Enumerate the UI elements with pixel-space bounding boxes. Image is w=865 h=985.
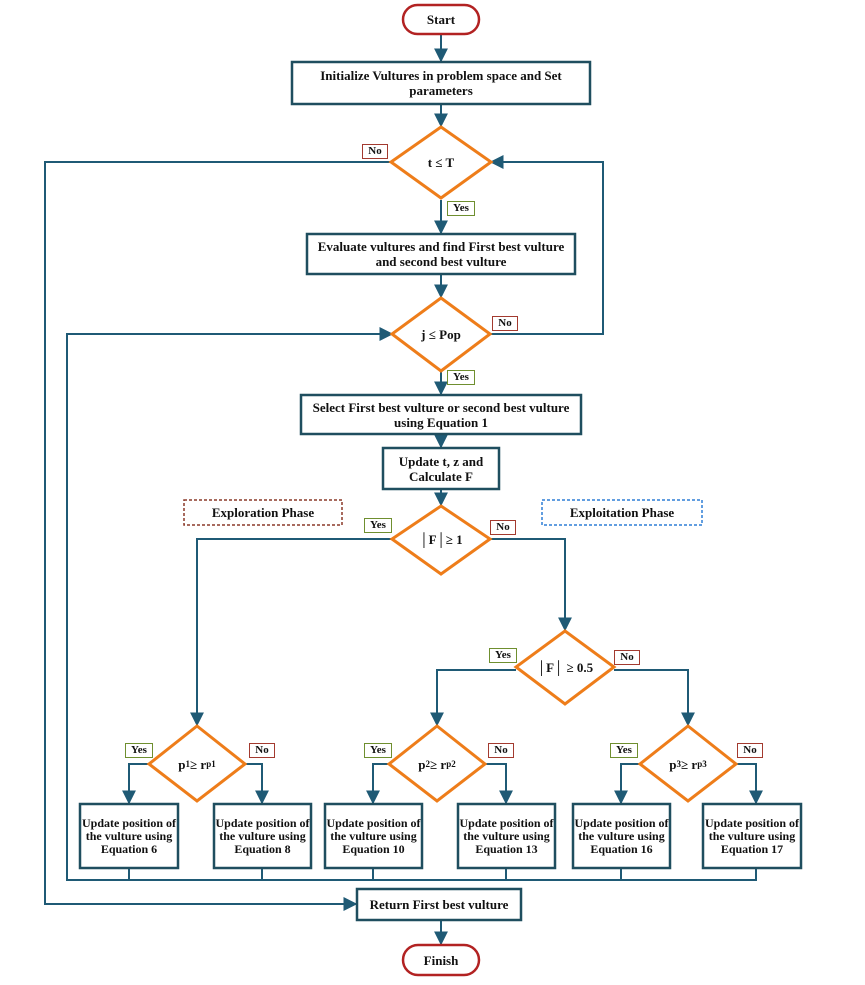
exploitation-phase-label: Exploitation Phase	[569, 505, 675, 520]
p2-op: ≥ r	[430, 756, 447, 772]
arrow-F-no-to-F05	[490, 538, 572, 632]
update-eq16-box	[571, 802, 672, 870]
t-check-label: t ≤ T	[427, 154, 455, 170]
arrow-p1-no	[245, 763, 269, 805]
evaluate-box	[305, 232, 577, 276]
exploration-frame	[183, 499, 343, 526]
p3-check-diamond	[637, 724, 739, 803]
F-ge-05-diamond	[513, 629, 617, 706]
update-eq8-label: Update position of the vulture using Equ…	[215, 815, 310, 856]
return-best-label: Return First best vulture	[369, 897, 509, 912]
F-ge-1-yes-tag: Yes	[364, 518, 392, 533]
start-label: Start	[426, 12, 456, 27]
arrow-p2-yes	[366, 763, 389, 805]
update-eq6-label: Update position of the vulture using Equ…	[81, 815, 176, 856]
arrow-F-yes-to-p1	[190, 538, 392, 727]
update-eq8-box	[212, 802, 313, 870]
p3-no-tag: No	[737, 743, 763, 758]
t-check-no-tag: No	[362, 144, 388, 159]
p2-no-tag: No	[488, 743, 514, 758]
update-tzf-label: Update t, z and Calculate F	[398, 453, 484, 484]
exploration-phase-label: Exploration Phase	[211, 505, 315, 520]
p1-op: ≥ r	[190, 756, 207, 772]
return-best-box	[355, 887, 523, 922]
p2-base: p	[418, 756, 426, 772]
F-ge-1-label: │F│≥ 1	[419, 531, 463, 547]
p1-no-tag: No	[249, 743, 275, 758]
update-eq17-label: Update position of the vulture using Equ…	[704, 815, 799, 856]
finish-label: Finish	[423, 952, 459, 968]
arrow-loop-back-to-j-check	[66, 327, 757, 881]
p1-yes-tag: Yes	[125, 743, 153, 758]
exploitation-frame	[541, 499, 703, 526]
F-ge-1-diamond	[389, 504, 493, 576]
F-ge-1-no-tag: No	[490, 520, 516, 535]
arrow-t-no-to-return	[44, 161, 391, 911]
t-check-diamond	[388, 125, 494, 200]
p1-base: p	[178, 756, 186, 772]
p1-check-diamond	[146, 724, 248, 803]
start-terminal	[401, 3, 481, 36]
p2-yes-tag: Yes	[364, 743, 392, 758]
finish-terminal	[401, 943, 481, 977]
update-eq13-box	[456, 802, 557, 870]
select-label: Select First best vulture or second best…	[312, 399, 570, 430]
j-check-diamond	[389, 296, 493, 373]
arrow-F05-no-to-p3	[614, 669, 695, 727]
connectors	[44, 34, 763, 946]
update-eq10-label: Update position of the vulture using Equ…	[326, 815, 421, 856]
update-tzf-box	[381, 446, 501, 491]
p3-yes-tag: Yes	[610, 743, 638, 758]
update-eq13-label: Update position of the vulture using Equ…	[459, 815, 554, 856]
arrow-F05-yes-to-p2	[430, 669, 516, 727]
p2-check-diamond	[386, 724, 488, 803]
F-ge-05-no-tag: No	[614, 650, 640, 665]
arrow-p3-yes	[614, 763, 640, 805]
j-check-yes-tag: Yes	[447, 370, 475, 385]
F-ge-05-yes-tag: Yes	[489, 648, 517, 663]
update-eq6-box	[78, 802, 180, 870]
update-eq16-label: Update position of the vulture using Equ…	[574, 815, 669, 856]
arrow-j-no-to-t-check	[489, 155, 604, 335]
evaluate-label: Evaluate vultures and find First best vu…	[317, 239, 565, 269]
t-check-yes-tag: Yes	[447, 201, 475, 216]
update-eq10-box	[323, 802, 424, 870]
F-ge-05-label: │F│ ≥ 0.5	[536, 659, 594, 675]
j-check-no-tag: No	[492, 316, 518, 331]
update-eq17-box	[701, 802, 803, 870]
initialize-label: Initialize Vultures in problem space and…	[320, 68, 562, 98]
j-check-label: j ≤ Pop	[421, 326, 461, 342]
p3-base: p	[669, 756, 677, 772]
initialize-box	[290, 60, 592, 106]
p3-op: ≥ r	[681, 756, 698, 772]
arrow-p3-no	[736, 763, 763, 805]
select-box	[299, 393, 583, 436]
arrow-p1-yes	[122, 763, 149, 805]
arrow-p2-no	[485, 763, 513, 805]
